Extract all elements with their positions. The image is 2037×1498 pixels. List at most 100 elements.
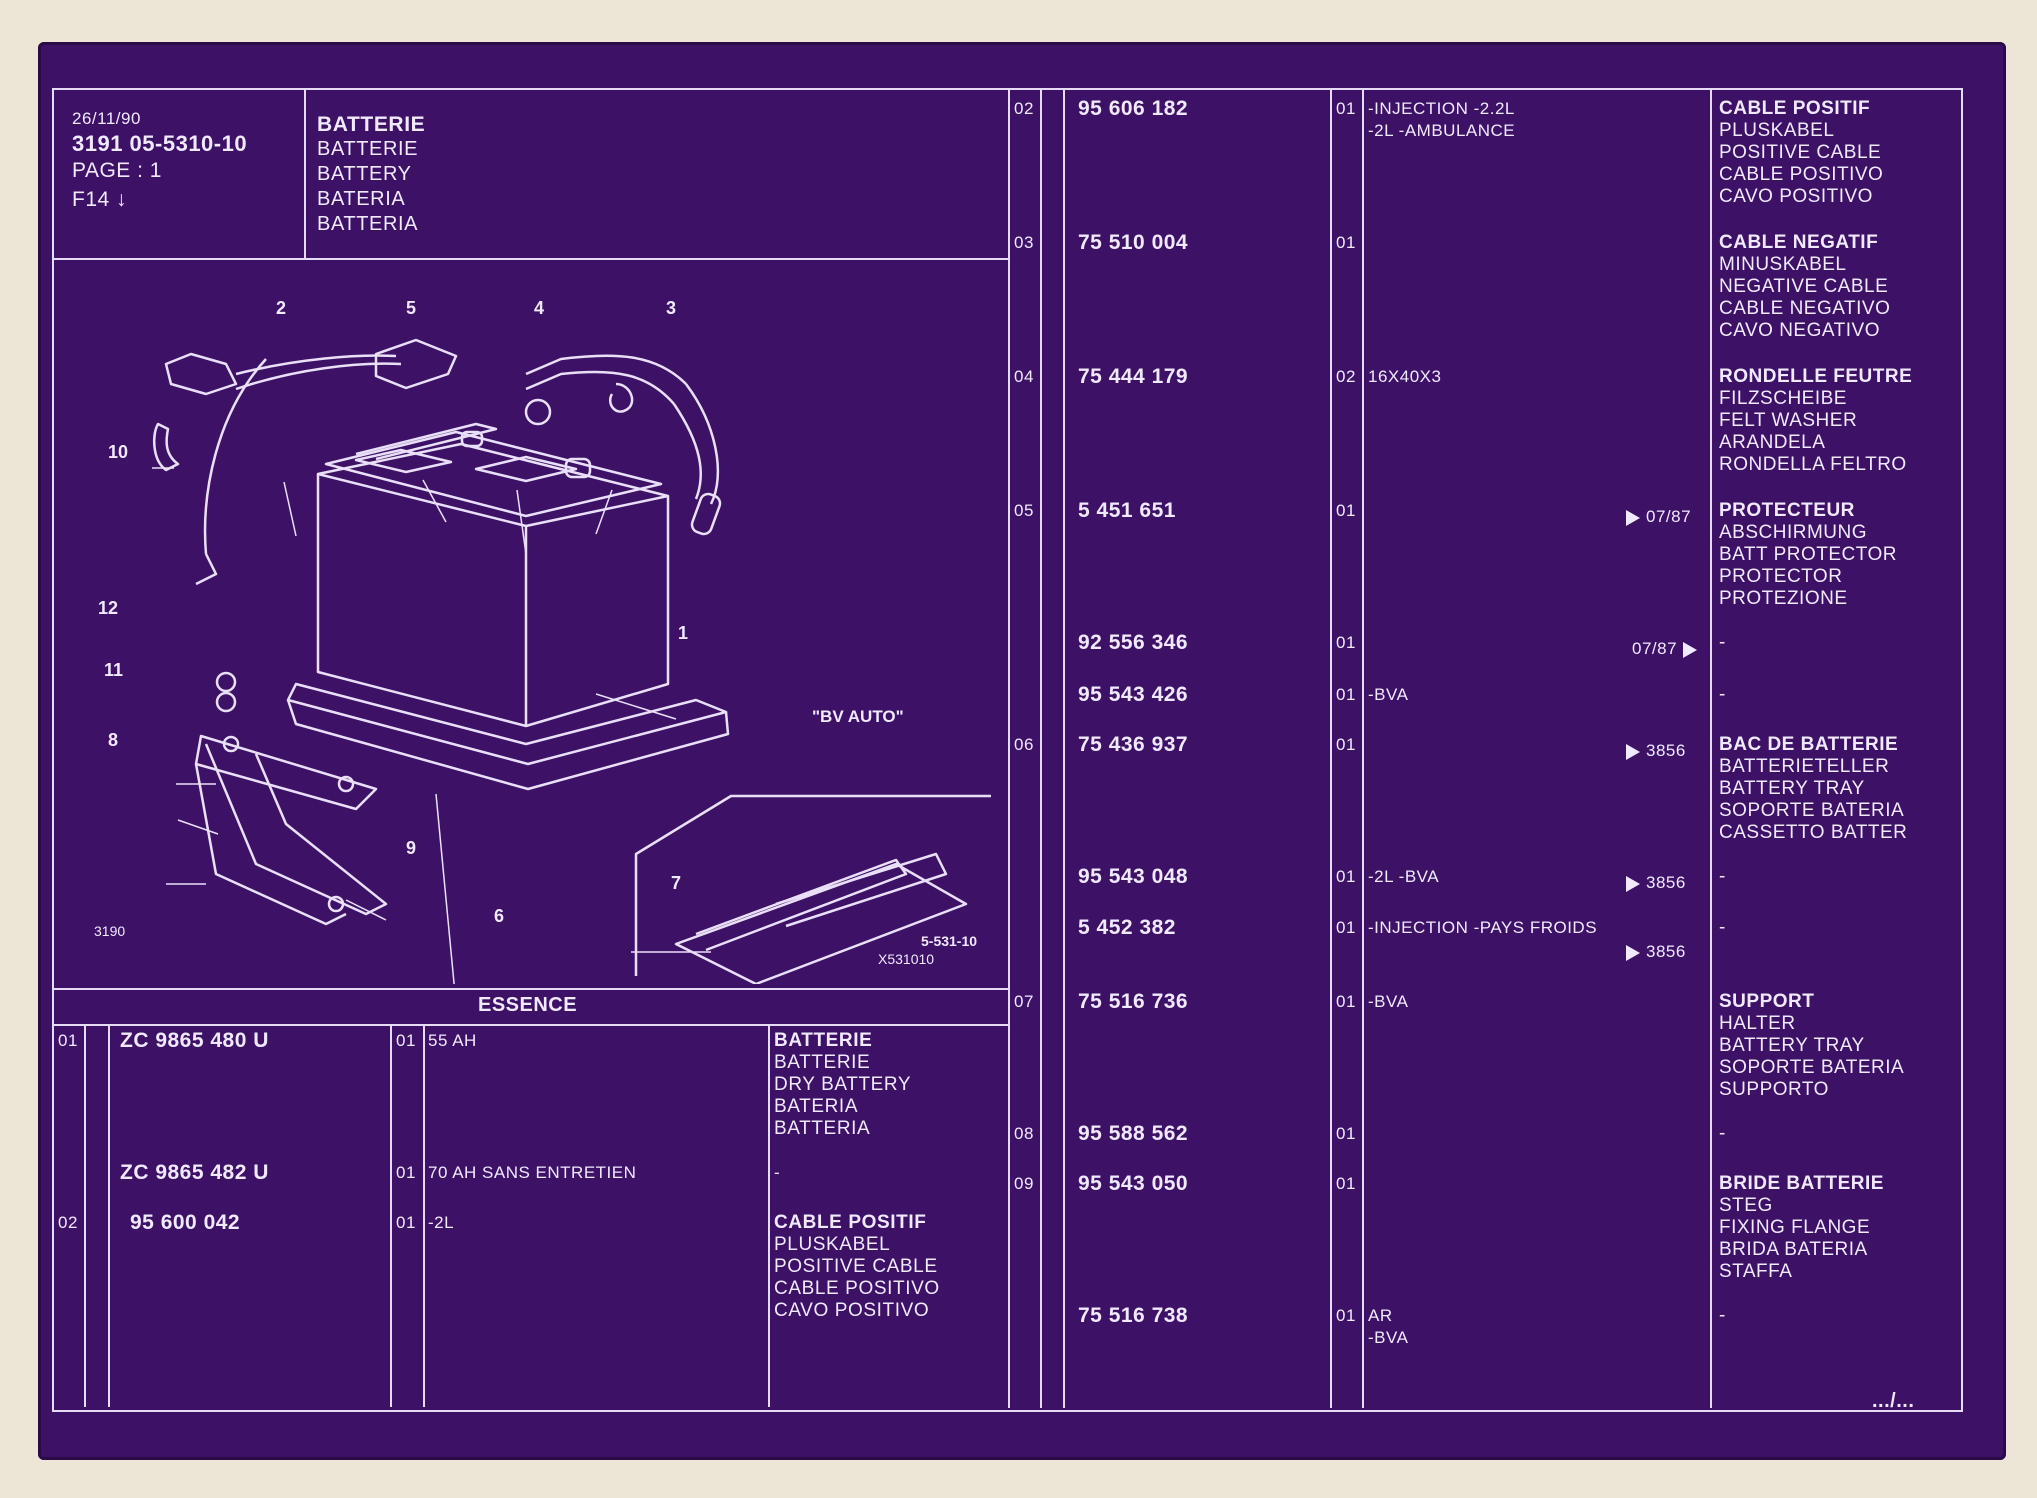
essence-divider xyxy=(54,1024,1009,1026)
callout-5: 5 xyxy=(406,298,416,318)
description-line: FIXING FLANGE xyxy=(1719,1217,1871,1238)
title-es: BATERIA xyxy=(317,188,406,210)
description-title: - xyxy=(1719,917,1726,938)
description-line: PLUSKABEL xyxy=(1719,120,1835,141)
description-line: CABLE NEGATIVO xyxy=(1719,298,1891,319)
callout-4: 4 xyxy=(534,298,544,318)
page-number: PAGE : 1 xyxy=(72,159,162,182)
callout-12: 12 xyxy=(98,598,118,618)
part-number: 95 588 562 xyxy=(1078,1122,1189,1145)
table-row-item: 02 xyxy=(58,1213,78,1232)
description-line: PROTECTOR xyxy=(1719,566,1843,587)
description-line: MINUSKABEL xyxy=(1719,254,1847,275)
callout-3: 3 xyxy=(666,298,676,318)
down-arrow-icon: ↓ xyxy=(116,188,128,211)
description-line: STEG xyxy=(1719,1195,1773,1216)
desc-es: BATERIA xyxy=(774,1096,859,1117)
col-qty-border xyxy=(1330,90,1332,1408)
diagram-ref-left: 3190 xyxy=(94,923,125,939)
inset-frame xyxy=(634,794,991,976)
continued-marker: .../... xyxy=(1872,1390,1915,1412)
callout-2: 2 xyxy=(276,298,286,318)
table-row-item: 05 xyxy=(1014,501,1034,520)
essence-heading: ESSENCE xyxy=(478,994,578,1016)
callout-8: 8 xyxy=(108,730,118,750)
negative-cable xyxy=(164,352,238,396)
effectivity-date: 3856 xyxy=(1626,872,1692,894)
left-panel-border xyxy=(1008,90,1010,1408)
table-row-item: 02 xyxy=(1014,99,1034,118)
essence-col-spec xyxy=(423,1025,425,1407)
table-row-item: 08 xyxy=(1014,1124,1034,1143)
quantity: 01 xyxy=(1336,918,1356,937)
description-line: SOPORTE BATERIA xyxy=(1719,1057,1905,1078)
part-number: ZC 9865 482 U xyxy=(120,1161,269,1184)
date-text: 3856 xyxy=(1646,942,1686,961)
part-number: 75 444 179 xyxy=(1078,365,1189,388)
description-line: CASSETTO BATTER xyxy=(1719,822,1908,843)
sheet-frame xyxy=(52,88,1963,1412)
description-line: RONDELLA FELTRO xyxy=(1719,454,1907,475)
quantity: 01 xyxy=(1336,1306,1356,1325)
table-row-item: 04 xyxy=(1014,367,1034,386)
spec: 70 AH SANS ENTRETIEN xyxy=(428,1163,637,1182)
part-number: 75 516 738 xyxy=(1078,1304,1189,1327)
description: - xyxy=(774,1163,781,1182)
diagram-ref-right: 5-531-10 xyxy=(921,933,977,949)
quantity: 01 xyxy=(1336,867,1356,886)
quantity: 02 xyxy=(1336,367,1356,386)
spec: -BVA xyxy=(1368,685,1409,704)
sheet-code: 3191 05-5310-10 xyxy=(72,131,248,156)
description-line: CAVO POSITIVO xyxy=(1719,186,1873,207)
spec: 16X40X3 xyxy=(1368,367,1442,386)
spec: -INJECTION -PAYS FROIDS xyxy=(1368,918,1598,937)
description-title: - xyxy=(1719,1123,1726,1144)
description: CABLE POSITIF PLUSKABEL POSITIVE CABLE C… xyxy=(774,1212,940,1322)
description-line: SUPPORTO xyxy=(1719,1079,1829,1100)
description-line: CABLE POSITIVO xyxy=(1719,164,1884,185)
callout-10: 10 xyxy=(108,442,128,462)
callout-6: 6 xyxy=(494,906,504,926)
callout-7: 7 xyxy=(671,873,681,893)
description-title: BAC DE BATTERIE xyxy=(1719,734,1899,755)
battery-exploded-diagram: 1 2 3 4 5 6 7 8 9 10 11 12 "BV AUTO" 319… xyxy=(94,298,991,984)
battery-body xyxy=(316,442,670,728)
spec: 55 AH xyxy=(428,1031,477,1050)
description-line: BATT PROTECTOR xyxy=(1719,544,1898,565)
part-number: 75 436 937 xyxy=(1078,733,1189,756)
col-spec-border xyxy=(1362,90,1364,1408)
description-title: PROTECTEUR xyxy=(1719,500,1855,521)
desc-it: CAVO POSITIVO xyxy=(774,1300,930,1321)
essence-col-desc xyxy=(768,1025,770,1407)
description-line: BRIDA BATERIA xyxy=(1719,1239,1868,1260)
quantity: 01 xyxy=(1336,99,1356,118)
title-fr: BATTERIE xyxy=(317,113,426,136)
quantity: 01 xyxy=(1336,685,1356,704)
effectivity-date: 3856 xyxy=(1626,740,1692,762)
part-number: 75 510 004 xyxy=(1078,231,1189,254)
description-title: CABLE NEGATIF xyxy=(1719,232,1879,253)
col-item-border xyxy=(1040,90,1042,1408)
desc-en: DRY BATTERY xyxy=(774,1074,912,1095)
desc-de: PLUSKABEL xyxy=(774,1234,891,1255)
description-title: SUPPORT xyxy=(1719,991,1815,1012)
description-line: FILZSCHEIBE xyxy=(1719,388,1847,409)
sheet-date: 26/11/90 xyxy=(72,109,141,128)
quantity: 01 xyxy=(396,1031,416,1050)
quantity: 01 xyxy=(1336,1174,1356,1193)
quantity: 01 xyxy=(396,1213,416,1232)
parts-sheet xyxy=(38,42,2006,1460)
description-line: BATTERIETELLER xyxy=(1719,756,1890,777)
title-de: BATTERIE xyxy=(317,138,419,160)
spec: -2L -AMBULANCE xyxy=(1368,121,1516,140)
quantity: 01 xyxy=(1336,633,1356,652)
description-line: ARANDELA xyxy=(1719,432,1826,453)
description-line: BATTERY TRAY xyxy=(1719,778,1865,799)
description-title: - xyxy=(1719,866,1726,887)
sheet-reference: F14 ↓ xyxy=(72,188,128,211)
desc-fr: CABLE POSITIF xyxy=(774,1212,927,1233)
inset-label: "BV AUTO" xyxy=(812,707,904,726)
quantity: 01 xyxy=(396,1163,416,1182)
date-text: 3856 xyxy=(1646,741,1686,760)
spec: -BVA xyxy=(1368,992,1409,1011)
